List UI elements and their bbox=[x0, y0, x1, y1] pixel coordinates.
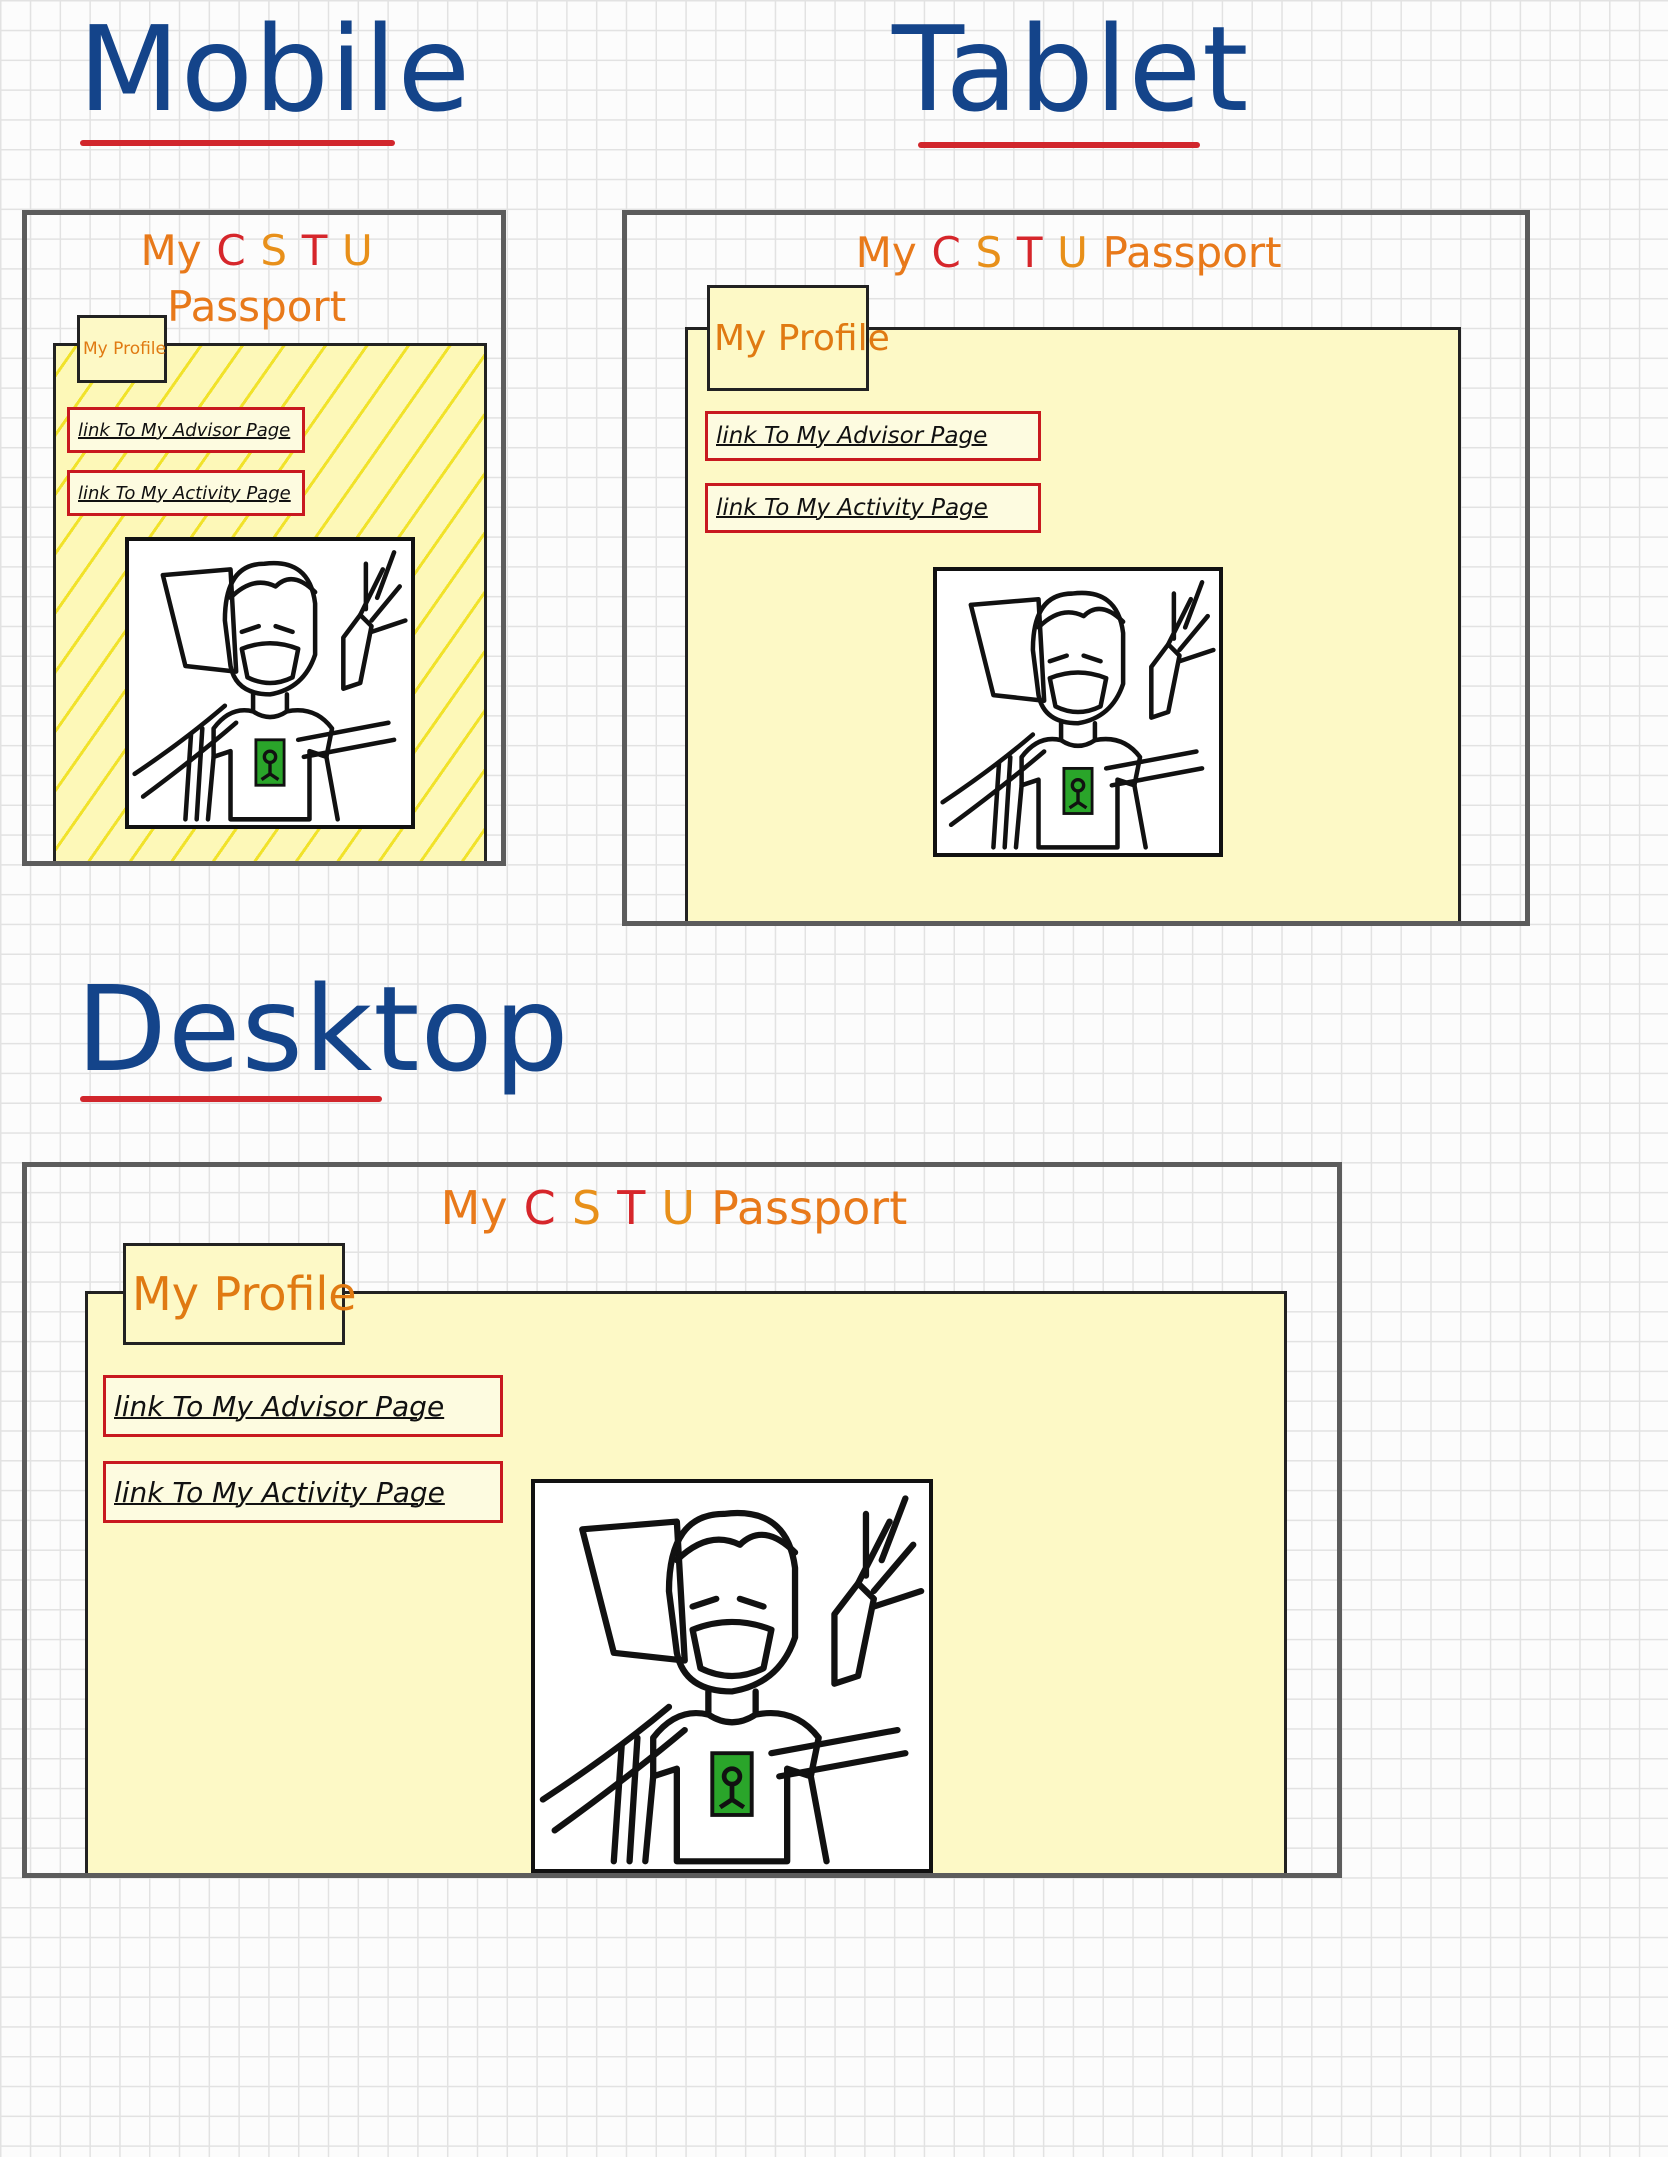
title-word-my: My bbox=[440, 1181, 508, 1235]
profile-photo-sketch bbox=[539, 1495, 925, 1865]
profile-photo-sketch bbox=[940, 580, 1216, 850]
tablet-activity-link[interactable]: link To My Activity Page bbox=[705, 483, 1041, 533]
desktop-profile-tab[interactable]: My Profile bbox=[123, 1243, 357, 1345]
advisor-link-text[interactable]: link To My Advisor Page bbox=[114, 1389, 445, 1423]
activity-link-text[interactable]: link To My Activity Page bbox=[114, 1475, 445, 1509]
desktop-activity-link[interactable]: link To My Activity Page bbox=[103, 1461, 503, 1523]
mobile-advisor-link[interactable]: link To My Advisor Page bbox=[67, 407, 305, 453]
title-letter-c: C bbox=[931, 228, 961, 277]
tablet-advisor-link[interactable]: link To My Advisor Page bbox=[705, 411, 1041, 461]
title-letter-s: S bbox=[571, 1181, 602, 1235]
title-letter-t: T bbox=[301, 226, 328, 275]
title-letter-c: C bbox=[523, 1181, 556, 1235]
profile-tab-label: My Profile bbox=[132, 1267, 357, 1321]
activity-link-text[interactable]: link To My Activity Page bbox=[78, 482, 291, 504]
profile-tab-label: My Profile bbox=[83, 339, 166, 359]
title-letter-t: T bbox=[1016, 228, 1043, 277]
title-letter-t: T bbox=[617, 1181, 646, 1235]
mobile-heading-underline bbox=[80, 140, 395, 146]
activity-link-text[interactable]: link To My Activity Page bbox=[716, 495, 988, 521]
profile-tab-label: My Profile bbox=[714, 317, 890, 359]
title-word-passport: Passport bbox=[167, 282, 347, 331]
tablet-heading: Tablet bbox=[892, 0, 1250, 138]
title-letter-s: S bbox=[975, 228, 1003, 277]
tablet-heading-underline bbox=[918, 142, 1200, 148]
desktop-profile-photo bbox=[531, 1479, 933, 1873]
title-letter-u: U bbox=[661, 1181, 696, 1235]
mobile-activity-link[interactable]: link To My Activity Page bbox=[67, 470, 305, 516]
title-letter-s: S bbox=[260, 226, 287, 275]
title-letter-c: C bbox=[216, 226, 246, 275]
title-word-passport: Passport bbox=[1102, 228, 1282, 277]
profile-photo-sketch bbox=[132, 550, 408, 822]
desktop-heading-underline bbox=[80, 1096, 382, 1102]
mobile-profile-photo bbox=[125, 537, 415, 829]
tablet-profile-tab[interactable]: My Profile bbox=[707, 285, 890, 391]
title-letter-u: U bbox=[342, 226, 373, 275]
title-word-my: My bbox=[140, 226, 202, 275]
desktop-advisor-link[interactable]: link To My Advisor Page bbox=[103, 1375, 503, 1437]
tablet-profile-photo bbox=[933, 567, 1223, 857]
title-word-my: My bbox=[855, 228, 917, 277]
mobile-profile-tab[interactable]: My Profile bbox=[77, 315, 167, 383]
mobile-heading: Mobile bbox=[78, 0, 472, 138]
title-letter-u: U bbox=[1057, 228, 1088, 277]
advisor-link-text[interactable]: link To My Advisor Page bbox=[716, 423, 988, 449]
advisor-link-text[interactable]: link To My Advisor Page bbox=[78, 419, 291, 441]
title-word-passport: Passport bbox=[711, 1181, 908, 1235]
desktop-heading: Desktop bbox=[76, 960, 570, 1098]
